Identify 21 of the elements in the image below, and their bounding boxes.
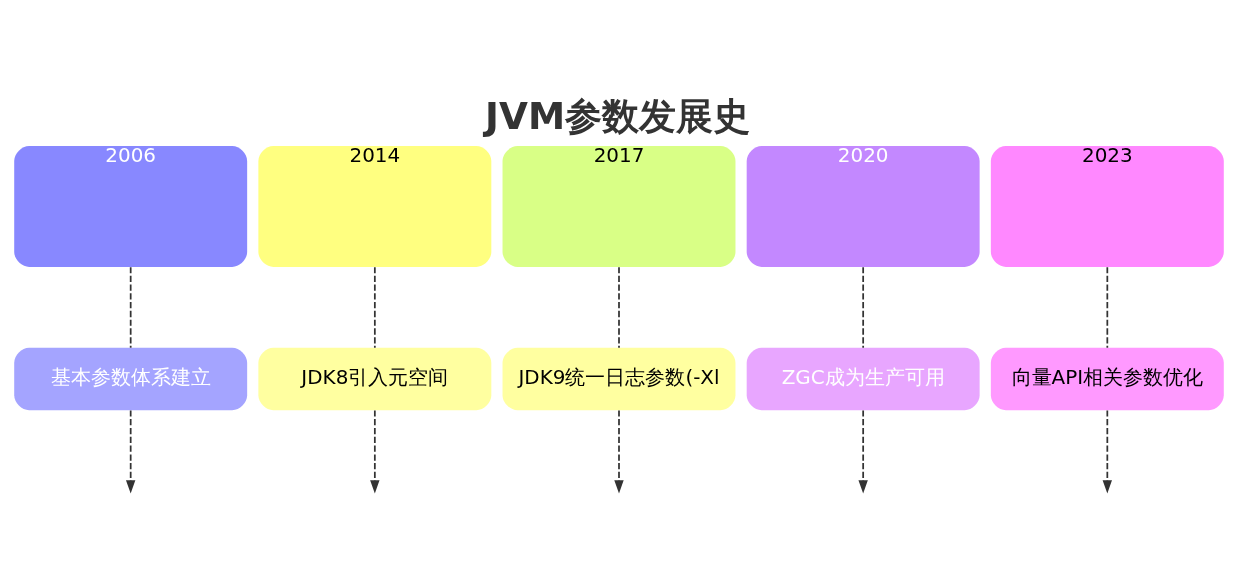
arrow [125,409,136,494]
connector [1106,265,1109,349]
node-box: 2023 [990,145,1224,267]
arrow [858,409,868,494]
node-box: ZGC成为生产可用 [746,347,980,410]
node-box: 2017 [502,145,736,267]
arrow [370,409,380,494]
arrow [1102,409,1113,494]
node-box: 2014 [258,145,492,267]
node-box: 2020 [746,145,980,267]
arrow [614,409,624,494]
diagram-title: JVM参数发展史 [485,93,751,138]
connector [862,265,865,349]
connector [129,265,132,349]
connector [618,265,620,349]
node-box: 2006 [14,145,248,267]
node-box: JDK9统一日志参数(-Xl [502,347,736,410]
node-box: 向量API相关参数优化 [990,347,1224,410]
node-box: JDK8引入元空间 [258,347,492,410]
node-box: 基本参数体系建立 [14,347,248,410]
connector [373,265,376,349]
